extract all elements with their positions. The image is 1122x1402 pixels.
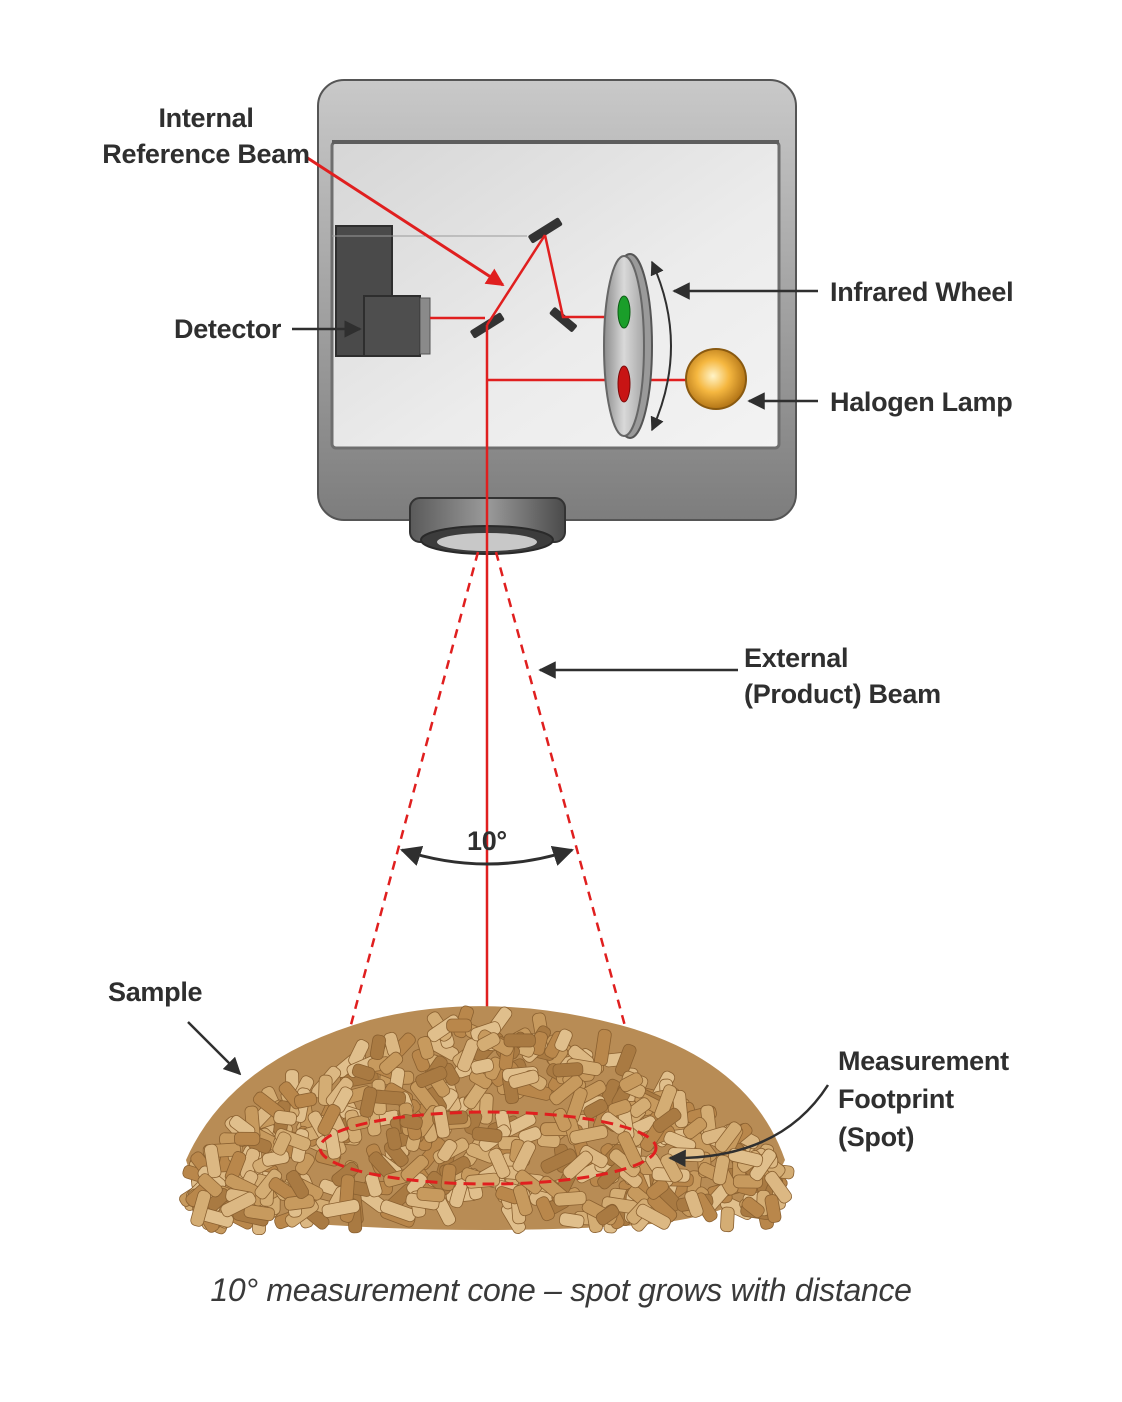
mirror-icon (549, 307, 577, 332)
pellet (549, 1074, 584, 1106)
pellet (617, 1131, 643, 1169)
lamp-icon (685, 348, 747, 410)
pellet (684, 1190, 704, 1218)
sample-pile (179, 1005, 795, 1236)
pellet (513, 1184, 533, 1217)
pellet (400, 1154, 429, 1183)
pellet (471, 1126, 503, 1143)
pellet (293, 1092, 318, 1109)
pellet (562, 1150, 594, 1180)
sensor-housing (317, 79, 797, 521)
pellet (197, 1173, 223, 1198)
pellet (379, 1051, 404, 1075)
pellet (369, 1034, 387, 1061)
pellet (346, 1114, 370, 1132)
pellet (417, 1036, 435, 1060)
pellet (569, 1125, 609, 1145)
pellet (615, 1043, 637, 1077)
pellet (385, 1127, 402, 1151)
pellet (416, 1186, 446, 1203)
pellet (437, 1139, 458, 1162)
label-sample: Sample (108, 977, 203, 1007)
pellet (583, 1098, 609, 1120)
pellet (764, 1194, 782, 1224)
pellet (720, 1206, 735, 1233)
pellet (203, 1143, 222, 1179)
pellet (600, 1111, 627, 1135)
internal-beam-paths (332, 234, 690, 548)
pellet (220, 1191, 257, 1218)
pellet (465, 1172, 501, 1189)
filter-wheel-icon (603, 253, 672, 439)
label-halogen-lamp: Halogen Lamp (830, 387, 1013, 417)
pellet (764, 1170, 793, 1204)
label-external-beam: External (Product) Beam (744, 643, 941, 709)
pellet (415, 1065, 448, 1088)
pellet (553, 1191, 587, 1207)
pellet (478, 1092, 494, 1125)
arrow-icon (668, 1084, 830, 1168)
pellet (273, 1110, 297, 1126)
measurement-footprint-ellipse (318, 1110, 658, 1186)
pellet (446, 1018, 473, 1033)
pellet (512, 1140, 536, 1173)
pellet (712, 1154, 730, 1186)
pellet (285, 1170, 310, 1199)
label-detector: Detector (174, 314, 282, 344)
label-measurement-footprint: Measurement Footprint (Spot) (838, 1046, 1009, 1152)
pellet (233, 1131, 261, 1146)
pellet (714, 1121, 742, 1153)
pellet (646, 1178, 669, 1200)
pellet (595, 1204, 620, 1226)
pellet (683, 1117, 708, 1140)
pellet (554, 1028, 573, 1052)
arrow-icon (187, 1021, 242, 1076)
pellet (190, 1190, 212, 1227)
reference-beam-pointer (305, 155, 505, 287)
pellet (488, 1147, 511, 1179)
caption: 10° measurement cone – spot grows with d… (210, 1272, 912, 1308)
pellet (351, 1063, 376, 1081)
pellet (243, 1204, 276, 1222)
leader-arrows (187, 282, 830, 1168)
pellet (503, 1033, 536, 1048)
pellet (321, 1199, 361, 1218)
pellet (470, 1058, 494, 1075)
pellet (272, 1131, 292, 1156)
pellet (476, 1032, 501, 1052)
label-internal-reference-beam: Internal Reference Beam (102, 103, 310, 169)
pellet (558, 1212, 585, 1229)
pellet (741, 1196, 765, 1219)
pellet (618, 1072, 644, 1093)
mirror-icon (528, 217, 563, 244)
pellet (635, 1203, 671, 1230)
pellet (652, 1107, 682, 1133)
pellet (508, 1069, 540, 1089)
pellet (535, 1196, 555, 1222)
pellet (317, 1103, 341, 1136)
pellet (552, 1062, 584, 1078)
label-infrared-wheel: Infrared Wheel (830, 277, 1014, 307)
label-cone-angle: 10° (467, 826, 507, 856)
pellet (468, 1069, 493, 1090)
pellet (440, 1163, 457, 1191)
pellet (540, 1148, 577, 1174)
pellet (607, 1099, 632, 1117)
angle-arc (400, 845, 574, 866)
pellet (359, 1086, 378, 1118)
